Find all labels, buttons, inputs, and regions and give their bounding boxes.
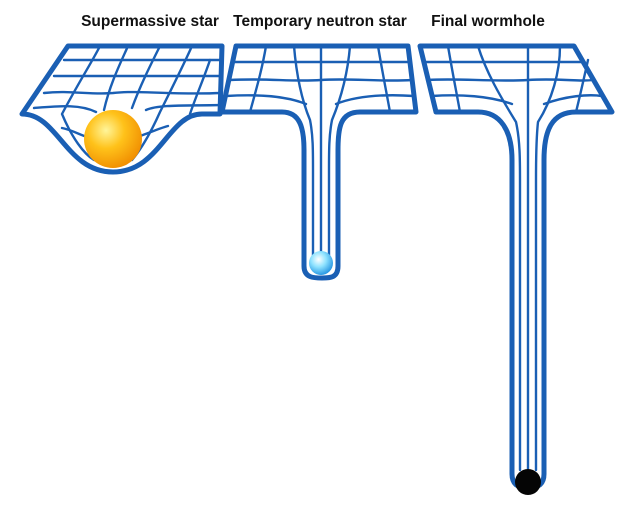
neutron-star-grid bbox=[219, 43, 419, 281]
grid-line bbox=[376, 44, 392, 114]
grid-line bbox=[130, 44, 162, 110]
grid-line bbox=[188, 58, 212, 116]
grid-line bbox=[426, 78, 594, 82]
grid-line bbox=[446, 44, 462, 114]
supermassive-star-sphere bbox=[84, 110, 142, 168]
grid-line bbox=[334, 94, 416, 106]
grid-line bbox=[144, 103, 222, 112]
grid-outline bbox=[19, 43, 225, 175]
grid-line bbox=[102, 44, 130, 112]
grid-outline bbox=[417, 43, 615, 491]
grid-line bbox=[32, 105, 98, 114]
wormhole-label: Final wormhole bbox=[431, 13, 545, 30]
grid-line bbox=[327, 44, 352, 260]
grid-line bbox=[574, 58, 590, 114]
grid-line bbox=[60, 44, 102, 162]
grid-line bbox=[292, 44, 315, 260]
neutron-star-sphere bbox=[309, 251, 333, 275]
grid-line bbox=[138, 124, 170, 138]
grid-line bbox=[542, 94, 604, 106]
neutron-star-label: Temporary neutron star bbox=[233, 13, 407, 30]
wormhole-black-dot bbox=[515, 469, 541, 495]
supermassive-star-label: Supermassive star bbox=[81, 13, 219, 30]
supermassive-star-grid bbox=[19, 43, 225, 175]
grid-line bbox=[534, 44, 562, 472]
grid-line bbox=[130, 44, 194, 162]
grid-line bbox=[248, 44, 268, 114]
grid-outline bbox=[219, 43, 419, 281]
wormhole-grid bbox=[417, 43, 615, 491]
grid-line bbox=[224, 94, 308, 106]
grid-line bbox=[476, 44, 522, 472]
grid-line bbox=[42, 90, 223, 95]
